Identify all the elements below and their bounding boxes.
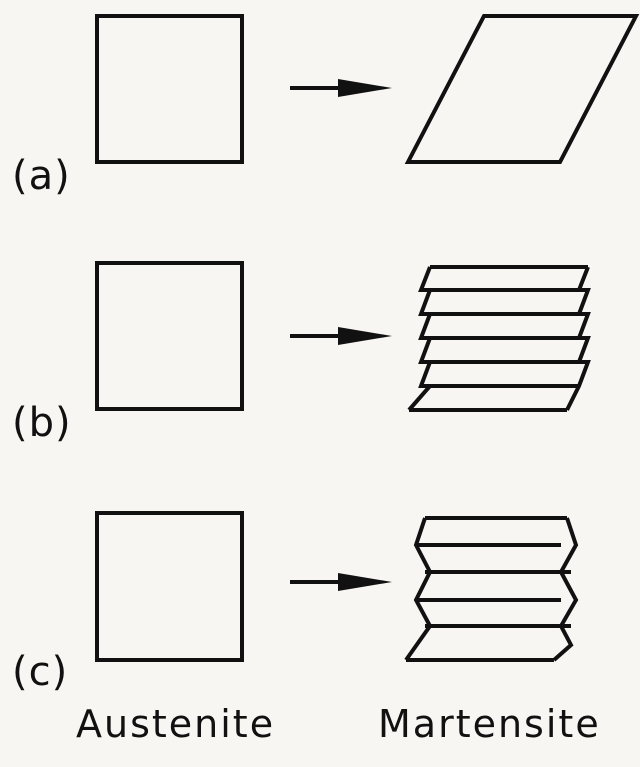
austenite-square-a <box>95 14 244 164</box>
row-label-b: (b) <box>12 400 72 446</box>
column-label-austenite: Austenite <box>76 702 276 746</box>
row-a <box>95 14 640 164</box>
transform-arrow-a <box>290 79 392 97</box>
row-label-c: (c) <box>12 649 69 695</box>
transform-arrow-b <box>290 327 392 345</box>
martensite-sheared-block-a <box>404 14 640 164</box>
martensite-slipped-block-b <box>407 265 591 412</box>
transform-arrow-c <box>290 573 392 591</box>
austenite-square-c <box>95 511 244 662</box>
row-b <box>95 261 591 412</box>
austenite-square-b <box>95 261 244 411</box>
column-label-martensite: Martensite <box>378 702 601 746</box>
row-c <box>95 511 579 662</box>
martensite-twinned-block-c <box>404 516 579 662</box>
row-label-a: (a) <box>12 153 71 199</box>
